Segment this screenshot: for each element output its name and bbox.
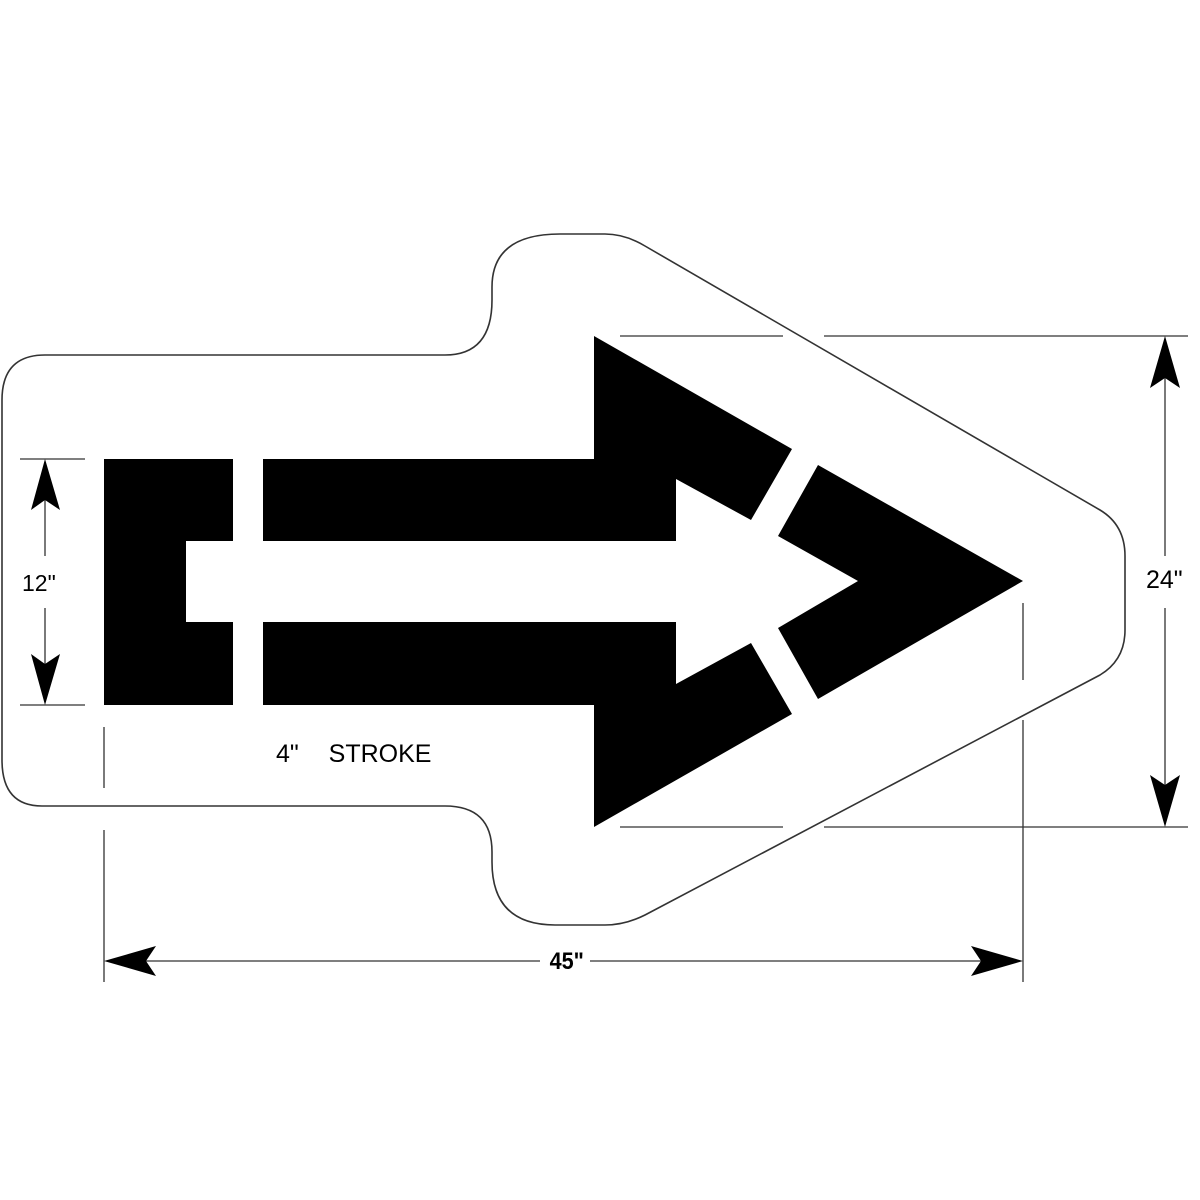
dimension-label-45in: 45" [546,950,588,974]
arrow-up-icon [31,459,60,510]
dimension-label-24in: 24" [1146,564,1183,597]
shaft-upper [263,336,792,541]
arrow-down-icon [31,654,60,705]
shaft-lower [263,622,792,827]
arrow-right-icon [971,946,1023,976]
stencil-outline [1,233,1126,926]
stroke-width-label: 4" STROKE [276,740,432,768]
arrow-left-icon [104,946,156,976]
tail-bracket [104,459,233,705]
arrow-down-icon [1150,775,1180,827]
dimension-label-12in: 12" [22,570,56,597]
arrow-up-icon [1150,336,1180,388]
arrowhead-tip [778,465,1023,699]
dimension-45in [103,603,1024,982]
